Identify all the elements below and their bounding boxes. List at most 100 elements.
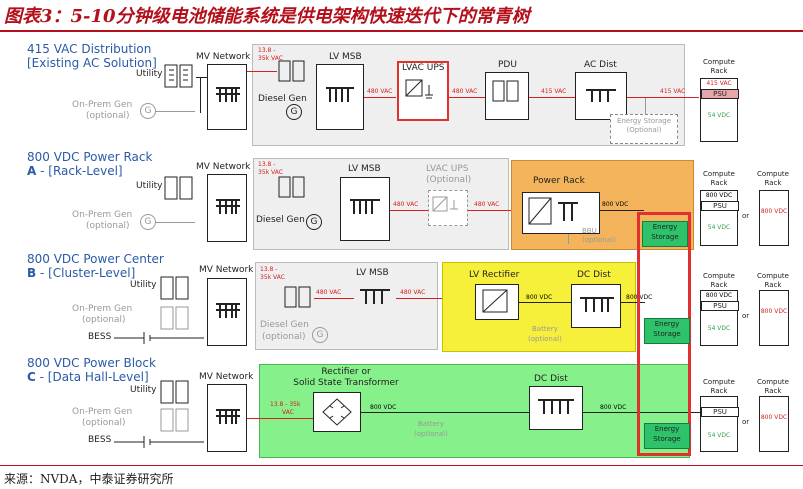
psu-block: PSU xyxy=(701,301,739,311)
bbu-label: BBU xyxy=(582,227,597,235)
energy-storage-optional-label: Energy Storage (Optional) xyxy=(616,117,672,134)
bridge-rectifier-icon xyxy=(322,398,352,426)
utility-label: Utility xyxy=(136,69,163,79)
voltage-800: 800 VDC xyxy=(705,192,733,199)
power-rack-box xyxy=(522,192,600,234)
voltage-415: 415 VAC xyxy=(660,88,686,95)
voltage-54: 54 VDC xyxy=(707,112,731,119)
battery-icon xyxy=(114,332,204,344)
compute-rack-alt-box xyxy=(759,290,789,346)
voltage-480: 480 VAC xyxy=(316,289,342,296)
voltage-415: 415 VAC xyxy=(541,88,567,95)
transformer-icon xyxy=(160,306,189,330)
generator-icon: G xyxy=(140,214,156,230)
pdu-label: PDU xyxy=(498,60,517,70)
voltage-415: 415 VAC xyxy=(706,80,732,87)
on-prem-gen-label: On-Prem Gen xyxy=(72,407,133,417)
psu-block: PSU xyxy=(701,407,739,417)
dc-dist-label: DC Dist xyxy=(534,374,568,384)
transformer-icon xyxy=(160,276,189,300)
switchgear-icon xyxy=(580,297,614,312)
bess-label: BESS xyxy=(88,332,112,342)
voltage-800: 800 VDC xyxy=(602,201,629,208)
transformer-icon xyxy=(164,176,193,200)
voltage-13-8: 13.8 - xyxy=(258,47,276,54)
switchgear-icon xyxy=(216,87,240,102)
row-letter: C xyxy=(27,370,36,384)
energy-storage-optional-box xyxy=(610,114,678,144)
row-title-line2: - [Cluster-Level] xyxy=(36,266,136,280)
compute-rack-label: Compute Rack xyxy=(703,272,735,289)
energy-storage-data-hall-level: Energy Storage xyxy=(644,423,690,449)
or-label: or xyxy=(742,418,750,426)
row-title-line1: 415 VAC Distribution xyxy=(27,42,152,56)
battery-optional: (optional) xyxy=(414,430,448,438)
source-note: 来源：NVDA，中泰证券研究所 xyxy=(4,472,174,486)
rectifier-label-line1: Rectifier or xyxy=(321,367,371,377)
diesel-gen-label: Diesel Gen xyxy=(256,215,305,225)
voltage-vac: VAC xyxy=(282,409,294,416)
rectifier-icon xyxy=(482,289,508,313)
row-title-line1: 800 VDC Power Block xyxy=(27,356,156,370)
switchgear-icon xyxy=(586,89,616,102)
transformer-icon xyxy=(160,408,189,432)
lvac-ups-label: LVAC UPS xyxy=(426,164,469,174)
row-title-line2: - [Rack-Level] xyxy=(36,164,123,178)
voltage-480: 480 VAC xyxy=(452,88,478,95)
on-prem-gen-optional: (optional) xyxy=(86,111,130,121)
compute-rack-alt-box xyxy=(759,190,789,246)
voltage-35k: 35k VAC xyxy=(258,169,283,176)
on-prem-gen-label: On-Prem Gen xyxy=(72,210,133,220)
figure-title: 图表3：5-10分钟级电池储能系统是供电架构快速迭代下的常青树 xyxy=(4,6,530,27)
switchgear-icon xyxy=(326,87,354,102)
row-letter: A xyxy=(27,164,37,178)
compute-rack-box xyxy=(700,290,738,346)
row-letter: B xyxy=(27,266,37,280)
on-prem-gen-optional: (optional) xyxy=(82,418,126,428)
diesel-generator-icon: G xyxy=(312,327,328,343)
voltage-800: 800 VDC xyxy=(760,208,788,215)
lv-msb-label: LV MSB xyxy=(356,268,389,278)
lv-msb-label: LV MSB xyxy=(329,52,362,62)
voltage-800: 800 VDC xyxy=(600,404,627,411)
compute-rack-label: Compute Rack xyxy=(703,58,735,75)
voltage-35k: 35k VAC xyxy=(258,55,283,62)
mv-network-box xyxy=(207,278,247,346)
on-prem-gen-label: On-Prem Gen xyxy=(72,304,133,314)
rectifier-icon xyxy=(528,197,578,225)
voltage-480: 480 VAC xyxy=(400,289,426,296)
power-rack-label: Power Rack xyxy=(533,176,585,186)
transformer-icon xyxy=(278,60,305,82)
compute-rack-alt-label: Compute Rack xyxy=(757,272,789,289)
utility-label: Utility xyxy=(130,385,157,395)
dc-dist-label: DC Dist xyxy=(577,270,611,280)
voltage-13-8: 13.8 - xyxy=(258,161,276,168)
psu-block: PSU xyxy=(701,89,739,99)
compute-rack-alt-label: Compute Rack xyxy=(757,170,789,187)
voltage-800: 800 VDC xyxy=(526,294,553,301)
mv-network-label: MV Network xyxy=(196,52,251,62)
compute-rack-box xyxy=(700,78,738,142)
dc-dist-box xyxy=(571,284,621,328)
dc-dist-box xyxy=(529,386,583,430)
voltage-800: 800 VDC xyxy=(760,414,788,421)
switchgear-icon xyxy=(216,409,240,424)
on-prem-gen-optional: (optional) xyxy=(86,221,130,231)
voltage-480: 480 VAC xyxy=(474,201,500,208)
lv-msb-label: LV MSB xyxy=(348,164,381,174)
on-prem-gen-label: On-Prem Gen xyxy=(72,100,133,110)
voltage-35k: 35k VAC xyxy=(260,274,285,281)
voltage-800: 800 VDC xyxy=(370,404,397,411)
voltage-800: 800 VDC xyxy=(705,292,733,299)
title-divider xyxy=(0,30,803,32)
diesel-generator-icon: G xyxy=(286,104,302,120)
row-title-line2: - [Data Hall-Level] xyxy=(35,370,149,384)
diesel-generator-icon: G xyxy=(306,214,322,230)
energy-storage-cluster-level: Energy Storage xyxy=(644,318,690,344)
transformer-icon xyxy=(284,286,311,308)
transformer-icon xyxy=(160,380,189,404)
switchgear-icon xyxy=(216,199,240,214)
utility-label: Utility xyxy=(136,181,163,191)
compute-rack-label: Compute Rack xyxy=(703,170,735,187)
transformer-icon xyxy=(492,80,519,102)
